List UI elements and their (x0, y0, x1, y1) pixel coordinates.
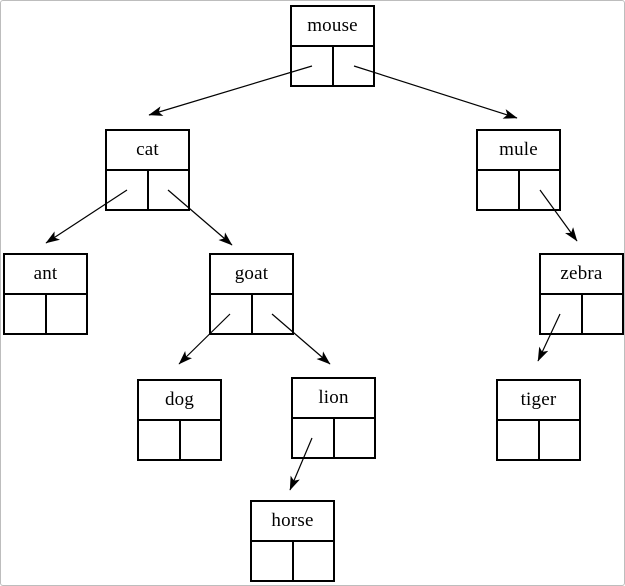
right-pointer-cell (335, 419, 375, 457)
tree-node-zebra: zebra (539, 253, 624, 335)
right-pointer-cell (583, 295, 623, 333)
left-pointer-cell (211, 295, 253, 333)
tree-node-goat: goat (209, 253, 294, 335)
tree-node-cat: cat (105, 129, 190, 211)
right-pointer-cell (149, 171, 189, 209)
node-label: mouse (292, 7, 373, 47)
node-label: ant (5, 255, 86, 295)
left-pointer-cell (107, 171, 149, 209)
node-label: cat (107, 131, 188, 171)
tree-node-tiger: tiger (496, 379, 581, 461)
tree-node-mouse: mouse (290, 5, 375, 87)
tree-node-ant: ant (3, 253, 88, 335)
right-pointer-cell (294, 542, 334, 580)
right-pointer-cell (520, 171, 560, 209)
tree-node-mule: mule (476, 129, 561, 211)
pointer-cells (107, 171, 188, 209)
node-label: lion (293, 379, 374, 419)
node-label: goat (211, 255, 292, 295)
pointer-cells (293, 419, 374, 457)
left-pointer-cell (541, 295, 583, 333)
node-label: tiger (498, 381, 579, 421)
pointer-cells (5, 295, 86, 333)
right-pointer-cell (540, 421, 580, 459)
right-pointer-cell (181, 421, 221, 459)
tree-node-lion: lion (291, 377, 376, 459)
left-pointer-cell (293, 419, 335, 457)
left-pointer-cell (252, 542, 294, 580)
pointer-cells (292, 47, 373, 85)
node-label: zebra (541, 255, 622, 295)
pointer-cells (541, 295, 622, 333)
pointer-cells (478, 171, 559, 209)
node-label: dog (139, 381, 220, 421)
tree-node-horse: horse (250, 500, 335, 582)
pointer-cells (498, 421, 579, 459)
tree-node-dog: dog (137, 379, 222, 461)
right-pointer-cell (334, 47, 374, 85)
right-pointer-cell (253, 295, 293, 333)
node-label: mule (478, 131, 559, 171)
left-pointer-cell (5, 295, 47, 333)
right-pointer-cell (47, 295, 87, 333)
pointer-cells (252, 542, 333, 580)
pointer-cells (211, 295, 292, 333)
left-pointer-cell (292, 47, 334, 85)
left-pointer-cell (139, 421, 181, 459)
pointer-cells (139, 421, 220, 459)
left-pointer-cell (478, 171, 520, 209)
left-pointer-cell (498, 421, 540, 459)
node-label: horse (252, 502, 333, 542)
